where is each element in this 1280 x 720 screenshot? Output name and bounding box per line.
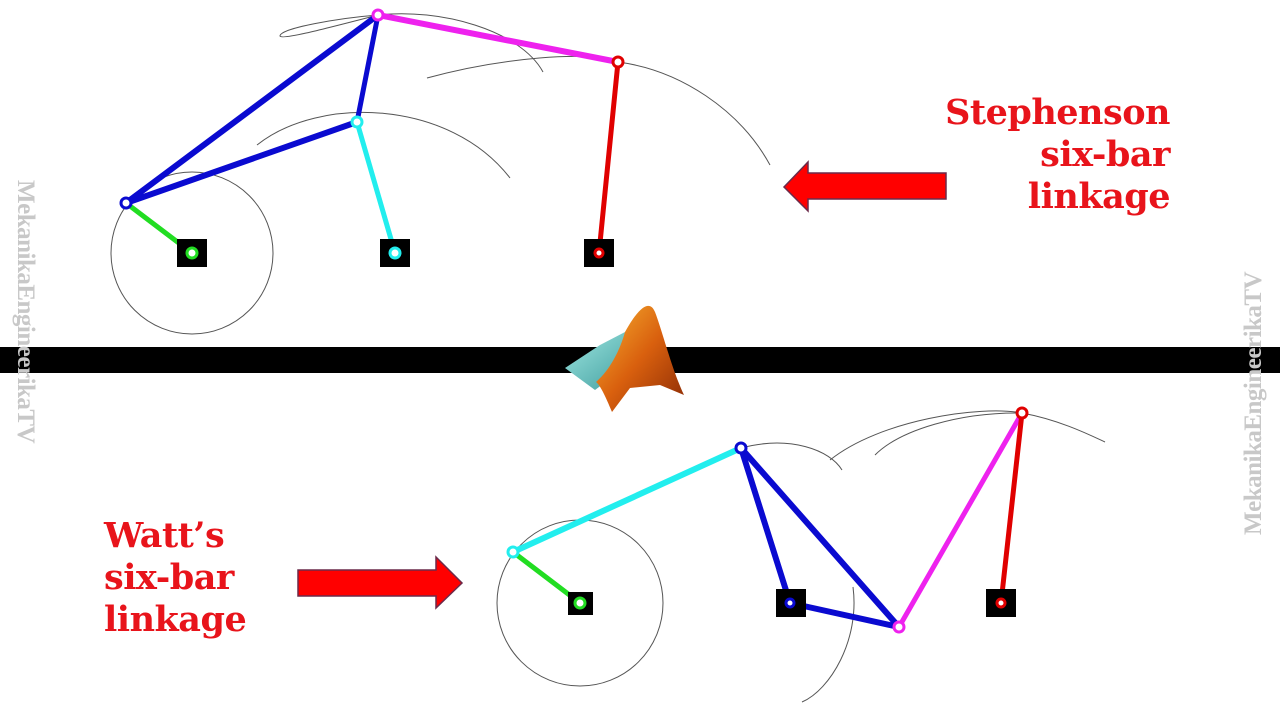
joint — [506, 545, 520, 559]
joint — [185, 246, 199, 260]
arrow-right-icon — [297, 555, 464, 610]
watt-diagram — [297, 406, 1106, 703]
red-rocker-link — [596, 59, 621, 256]
channel-watermark-left: MekanikaEngineerikaTV — [12, 180, 39, 444]
coupler-loop-curve — [279, 14, 379, 38]
top-path-arc — [377, 13, 544, 73]
magenta-coupler-link — [896, 410, 1025, 630]
ternary-link-edge — [787, 600, 902, 630]
crank-path-circle — [110, 171, 274, 335]
joint — [573, 596, 587, 610]
joint — [371, 8, 385, 22]
stephenson-diagram — [110, 8, 947, 335]
stephenson-label: Stephenson six-bar linkage — [945, 92, 1170, 218]
joint — [995, 597, 1007, 609]
rocker-path-arc — [829, 410, 1106, 461]
joint — [1015, 406, 1029, 420]
ternary-link-edge — [738, 445, 902, 630]
ternary-link-edge — [354, 12, 381, 125]
label-line: Watt’s — [104, 515, 225, 556]
joint — [734, 441, 748, 455]
joint — [119, 196, 133, 210]
tri-bottom-path-arc — [801, 586, 855, 703]
red-rocker-link — [998, 410, 1025, 606]
joint — [892, 620, 906, 634]
channel-watermark-right: MekanikaEngineerikaTV — [1240, 271, 1267, 535]
arrow-left-icon — [782, 160, 947, 213]
ternary-link-edge — [123, 12, 381, 206]
label-line: six-bar — [1040, 134, 1170, 175]
joint — [350, 115, 364, 129]
joint — [611, 55, 625, 69]
joint — [593, 247, 605, 259]
rocker-path-arc — [874, 412, 1023, 456]
coupler-path-arc — [256, 112, 511, 179]
ternary-link-edge — [738, 445, 793, 606]
label-line: six-bar — [104, 557, 234, 598]
tri-top-path-arc — [740, 442, 843, 471]
label-line: linkage — [1027, 176, 1171, 217]
label-line: Stephenson — [945, 92, 1170, 133]
label-line: linkage — [104, 599, 247, 640]
joint — [388, 246, 402, 260]
ternary-link-edge — [123, 119, 360, 206]
joint — [784, 597, 796, 609]
cyan-rocker-link — [354, 119, 398, 256]
watt-label: Watt’s six-bar linkage — [104, 515, 247, 641]
magenta-coupler-link — [375, 12, 621, 65]
cyan-coupler-link — [510, 445, 744, 555]
